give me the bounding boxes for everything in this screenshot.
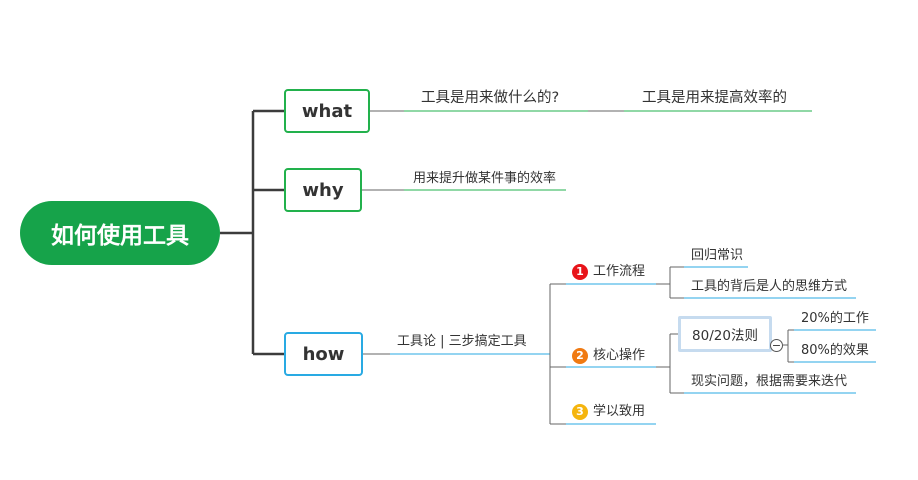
number-1-badge-icon: 1: [572, 264, 588, 280]
step-2-child-iterate[interactable]: 现实问题，根据需要来迭代: [691, 374, 848, 389]
branch-node-how-label: how: [302, 343, 345, 365]
step-2-topic[interactable]: 2 核心操作: [572, 346, 645, 366]
rule-80-20-label: 80/20法则: [692, 328, 758, 344]
branch-node-how[interactable]: how: [284, 332, 363, 376]
step-2-label: 核心操作: [593, 348, 646, 363]
step-1-child-1[interactable]: 回归常识: [691, 248, 744, 263]
step-3-topic[interactable]: 3 学以致用: [572, 402, 645, 422]
step-3-label: 学以致用: [593, 404, 646, 419]
how-theory-topic[interactable]: 工具论 | 三步搞定工具: [397, 334, 527, 349]
branch-node-what[interactable]: what: [284, 89, 370, 133]
step-1-topic[interactable]: 1 工作流程: [572, 262, 645, 282]
rule-80-20-topic[interactable]: 80/20法则: [678, 316, 772, 352]
branch-node-what-label: what: [301, 100, 353, 122]
what-question-topic[interactable]: 工具是用来做什么的?: [421, 90, 560, 106]
what-answer-topic[interactable]: 工具是用来提高效率的: [642, 90, 787, 106]
number-3-badge-icon: 3: [572, 404, 588, 420]
number-2-badge-icon: 2: [572, 348, 588, 364]
rule-child-2[interactable]: 80%的效果: [801, 343, 869, 358]
step-1-child-2[interactable]: 工具的背后是人的思维方式: [691, 279, 848, 294]
step-1-label: 工作流程: [593, 264, 646, 279]
main-branch-connectors: [220, 109, 284, 356]
rule-child-1[interactable]: 20%的工作: [801, 311, 869, 326]
root-node-label: 如何使用工具: [51, 223, 189, 249]
branch-node-why-label: why: [302, 179, 344, 201]
sub-branch-connectors: [361, 110, 876, 425]
collapse-minus-icon[interactable]: −: [770, 339, 783, 352]
root-node[interactable]: 如何使用工具: [20, 201, 220, 265]
branch-node-why[interactable]: why: [284, 168, 362, 212]
why-answer-topic[interactable]: 用来提升做某件事的效率: [413, 171, 557, 186]
